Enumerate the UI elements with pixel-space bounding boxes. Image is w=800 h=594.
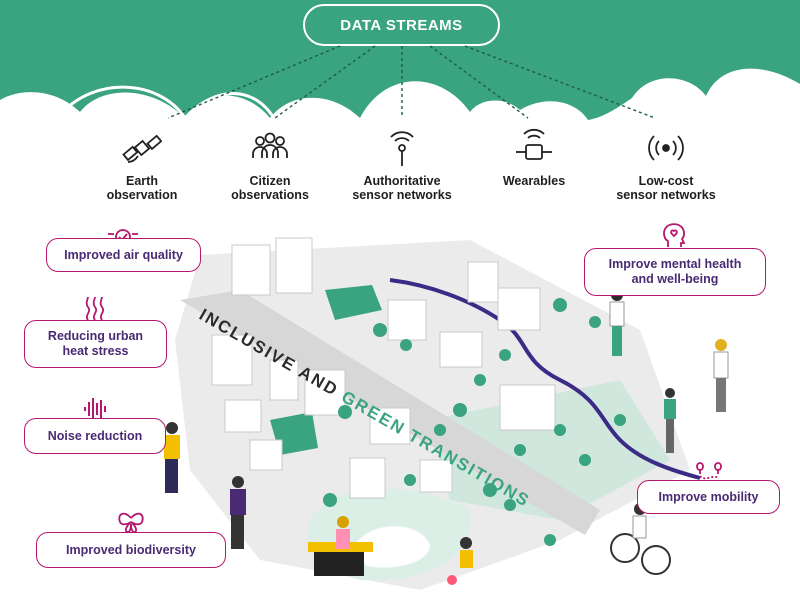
- road-text-green: GREEN TRANSITIONS: [338, 387, 533, 511]
- benefit-mental-health-label: Improve mental health and well-being: [584, 248, 766, 296]
- source-low-cost-sensor-networks: Low-cost sensor networks: [596, 128, 736, 202]
- source-label-line1: Low-cost: [638, 174, 694, 188]
- source-label-line1: Wearables: [502, 174, 566, 188]
- sound-wave-icon: [84, 398, 106, 420]
- source-wearables: Wearables: [464, 128, 604, 188]
- connector-lines: [167, 45, 656, 119]
- benefit-biodiversity: Improved biodiversity: [36, 512, 226, 570]
- smartwatch-icon: [516, 128, 552, 160]
- people-group-icon: [252, 132, 288, 158]
- source-label-line2: observations: [231, 188, 309, 202]
- heat-waves-icon: [85, 296, 105, 321]
- benefit-air-quality: Improved air quality: [46, 229, 201, 272]
- benefit-mobility: Improve mobility: [637, 458, 780, 516]
- svg-text:INCLUSIVE AND GREEN TRANSITION: INCLUSIVE AND GREEN TRANSITIONS: [196, 305, 533, 511]
- source-label-line1: Citizen: [249, 174, 291, 188]
- benefit-biodiversity-label: Improved biodiversity: [36, 532, 226, 568]
- satellite-icon: [122, 134, 162, 163]
- benefit-air-quality-label: Improved air quality: [46, 238, 201, 272]
- benefit-mental-health: Improve mental health and well-being: [584, 222, 766, 298]
- city-illustration: [164, 237, 729, 590]
- source-label-line2: sensor networks: [352, 188, 452, 202]
- source-earth-observation: Earth observation: [72, 128, 212, 202]
- source-citizen-observations: Citizen observations: [200, 128, 340, 202]
- road-text-inclusive: INCLUSIVE AND: [196, 305, 348, 404]
- antenna-icon: [390, 131, 414, 166]
- header-cloud-band: [0, 0, 800, 121]
- broadcast-sensor-icon: [648, 135, 684, 161]
- benefit-mobility-label: Improve mobility: [637, 480, 780, 514]
- benefit-heat-stress: Reducing urban heat stress: [24, 296, 167, 370]
- head-heart-icon: [663, 223, 686, 247]
- data-streams-title: DATA STREAMS: [303, 4, 500, 46]
- benefit-heat-stress-label: Reducing urban heat stress: [24, 320, 167, 368]
- source-label-line1: Earth: [126, 174, 158, 188]
- benefit-noise-reduction-label: Noise reduction: [24, 418, 166, 454]
- source-authoritative-sensor-networks: Authoritative sensor networks: [332, 128, 472, 202]
- source-label-line2: observation: [106, 188, 178, 202]
- benefit-noise-reduction: Noise reduction: [24, 398, 166, 456]
- route-pin-icon: [696, 462, 722, 480]
- source-label-line1: Authoritative: [363, 174, 441, 188]
- source-label-line2: sensor networks: [616, 188, 716, 202]
